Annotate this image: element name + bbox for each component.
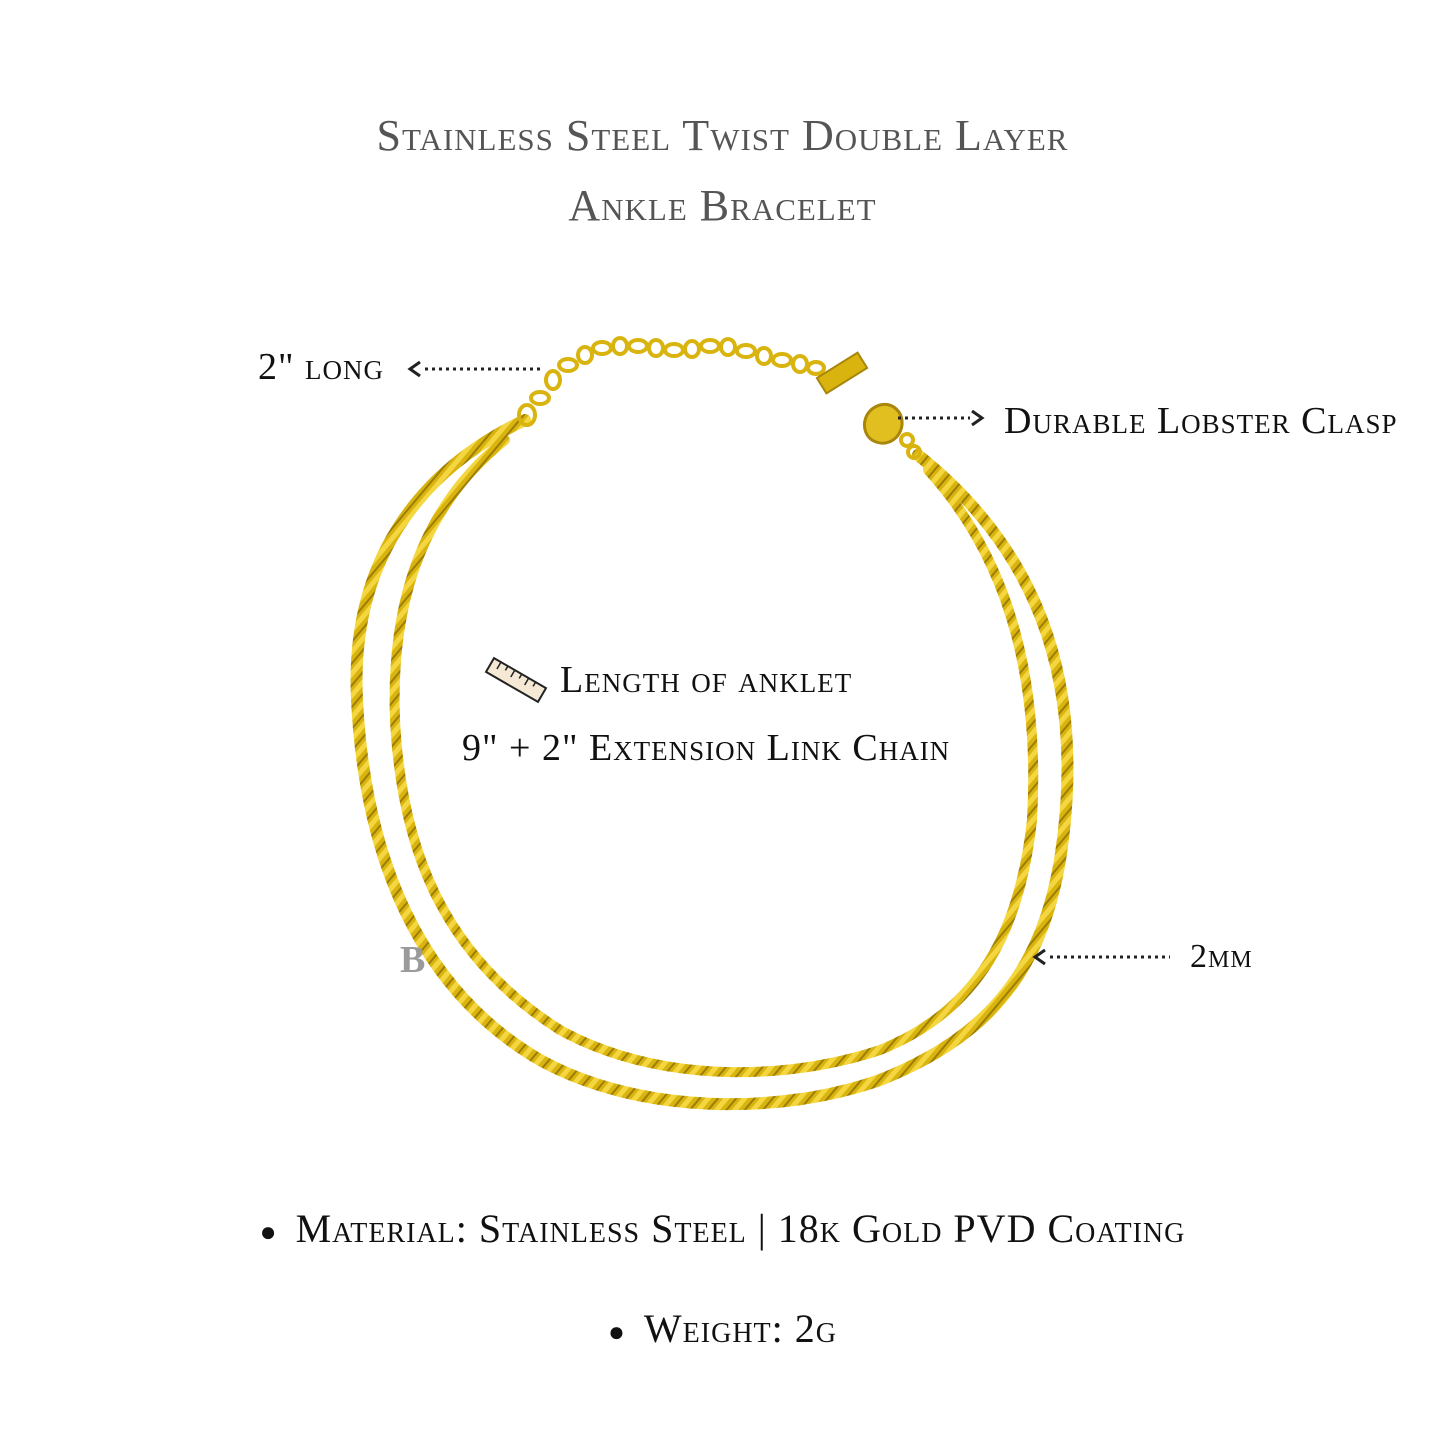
arrow-width [1032, 948, 1170, 966]
chain-strand-inner [389, 435, 1039, 1078]
brand-tag [815, 351, 869, 395]
length-heading: Length of anklet [484, 656, 852, 704]
product-title-line2: Ankle Bracelet [568, 181, 877, 230]
watermark-logo: B [400, 939, 426, 981]
ruler-icon [484, 656, 548, 704]
extension-chain [517, 336, 826, 427]
arrow-clasp [898, 409, 985, 427]
extension-length-label: 2" long [258, 346, 384, 388]
length-heading-text: Length of anklet [560, 659, 853, 701]
product-title-line1: Stainless Steel Twist Double Layer [376, 111, 1069, 160]
spec-weight: ● Weight: 2g [0, 1305, 1445, 1352]
spec-weight-text: Weight: 2g [643, 1306, 837, 1351]
chain-strand-outer [350, 414, 1074, 1111]
length-value: 9" + 2" Extension Link Chain [462, 727, 951, 769]
bullet-icon: ● [259, 1216, 278, 1248]
lobster-clasp [863, 402, 922, 460]
bullet-icon: ● [608, 1316, 626, 1348]
spec-material-text: Material: Stainless Steel | 18k Gold PVD… [295, 1206, 1186, 1251]
spec-material: ● Material: Stainless Steel | 18k Gold PV… [0, 1205, 1445, 1252]
clasp-label: Durable Lobster Clasp [1004, 400, 1398, 442]
chain-width-label: 2mm [1190, 938, 1253, 975]
arrow-extension [407, 360, 540, 378]
